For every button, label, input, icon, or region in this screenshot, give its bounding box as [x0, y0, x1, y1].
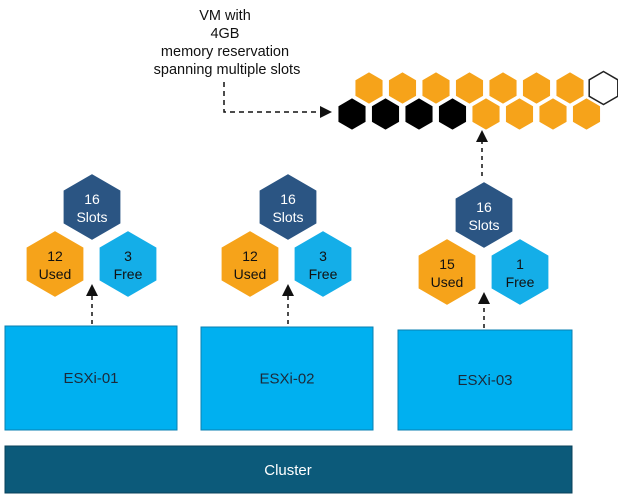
host-2-free-hex-count: 3: [319, 248, 327, 264]
host-2-used-hex-label: Used: [234, 266, 267, 282]
slot-hex-bottom-7-used: [537, 96, 569, 132]
host-2-slots-hex-label: Slots: [272, 209, 303, 225]
host-2-free-hex-label: Free: [309, 266, 338, 282]
slot-grid: [336, 70, 618, 132]
host-1-free-hex-shape: [97, 228, 159, 300]
host-1-box[interactable]: [4, 325, 178, 431]
slot-hex-bottom-6-used: [504, 96, 535, 132]
host-1-slots-hex-shape: [61, 171, 123, 243]
host-3-slots-hex-label: Slots: [468, 217, 499, 233]
host-1-free-hex-label: Free: [114, 266, 143, 282]
host-3-name: ESXi-03: [457, 372, 512, 389]
hosts: 16Slots12Used3FreeESXi-0116Slots12Used3F…: [4, 171, 573, 431]
slot-hex-bottom-1-vm: [336, 96, 368, 132]
host-1-slots-hex-label: Slots: [76, 209, 107, 225]
slot-hex-top-7-used: [554, 70, 586, 106]
slot-hex-top-2-used: [387, 70, 418, 106]
host-3-free-hex-shape: [489, 236, 551, 308]
host-3-used-hex-count: 15: [439, 256, 455, 272]
annotation-arrow: [223, 82, 332, 118]
slot-hex-top-1-used: [353, 70, 385, 106]
slot-hex-top-5-used: [487, 70, 519, 106]
host-1-used-hex-label: Used: [39, 266, 72, 282]
cluster-bar: [4, 445, 573, 494]
host-1-used-hex-shape: [24, 228, 86, 300]
host-2-free-hex-shape: [292, 228, 354, 300]
host-3-used-hex-label: Used: [431, 274, 464, 290]
vm-annotation-line-2: 4GB: [210, 26, 239, 42]
host-2-used-hex-shape: [219, 228, 281, 300]
slot-hex-bottom-2-vm: [370, 96, 401, 132]
host-2-used-hex-count: 12: [242, 248, 258, 264]
host-3-used-hex-shape: [416, 236, 478, 308]
slot-hex-top-3-used: [420, 70, 452, 106]
slot-hex-bottom-4-vm: [437, 96, 468, 132]
vm-annotation: VM with 4GB memory reservation spanning …: [154, 8, 301, 78]
slot-hex-bottom-5-used: [470, 96, 502, 132]
host-2-slots-hex-count: 16: [280, 191, 296, 207]
host-2-slots-hex-shape: [257, 171, 319, 243]
cluster-label: Cluster: [264, 462, 312, 479]
slot-hex-top-4-used: [454, 70, 485, 106]
host-1-slots-hex-count: 16: [84, 191, 100, 207]
host-1-name: ESXi-01: [63, 370, 118, 387]
vm-annotation-line-3: memory reservation: [161, 44, 289, 60]
vm-annotation-line-4: spanning multiple slots: [154, 62, 301, 78]
slot-hex-bottom-3-vm: [403, 96, 435, 132]
slot-hex-bottom-8-used: [571, 96, 602, 132]
host-3-box[interactable]: [397, 329, 573, 431]
host-3-slots-hex-count: 16: [476, 199, 492, 215]
slot-hex-top-8-free: [588, 70, 618, 106]
host-1-free-hex-count: 3: [124, 248, 132, 264]
host-2-name: ESXi-02: [259, 371, 314, 388]
slot-hex-top-6-used: [521, 70, 552, 106]
host-3-free-hex-count: 1: [516, 256, 524, 272]
vm-annotation-line-1: VM with: [199, 8, 251, 24]
host-3-free-hex-label: Free: [506, 274, 535, 290]
host-1-used-hex-count: 12: [47, 248, 63, 264]
host-3-slots-hex-shape: [453, 179, 515, 251]
host-2-box[interactable]: [200, 326, 374, 431]
